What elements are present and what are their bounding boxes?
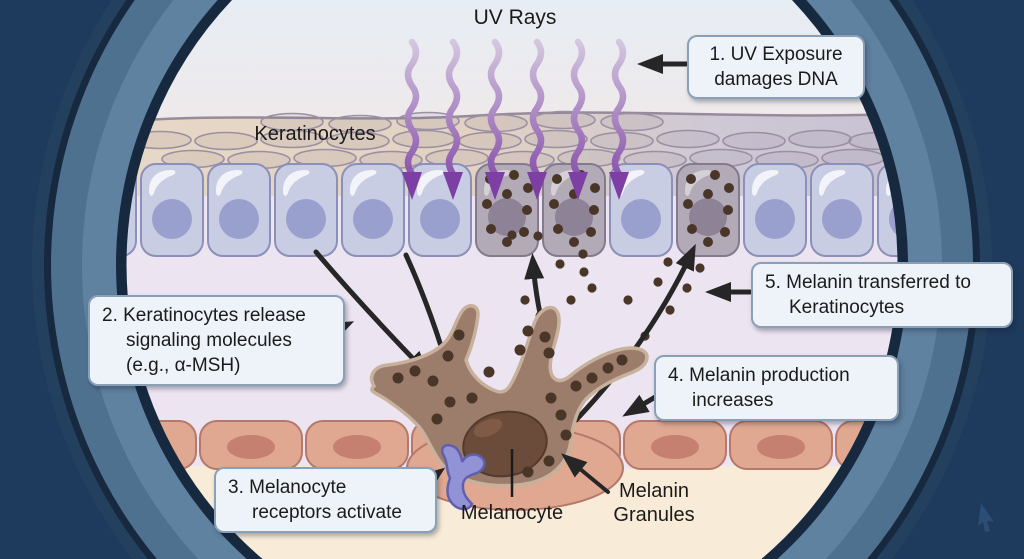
callout-3-line1: 3. Melanocyte [228,477,347,498]
callout-1-line1: 1. UV Exposure [709,44,843,65]
callout-4-arrow [622,393,660,417]
callout-3-line2: receptors activate [252,502,402,524]
callout-5-line2: Keratinocytes [789,297,905,319]
cursor-icon [978,503,994,532]
transfer-arrow-right [573,243,696,423]
callout-2: 2. Keratinocytes release signaling molec… [88,295,345,387]
callout-1: 1. UV Exposure damages DNA [687,35,865,100]
callout-2-line2: signaling molecules [126,330,292,352]
melanocyte-label: Melanocyte [460,502,564,524]
callout-2-line3: (e.g., α-MSH) [126,355,241,377]
uv-rays-title: UV Rays [473,6,557,29]
signal-arrow-left [313,249,431,377]
callout-5: 5. Melanin transferred to Keratinocytes [751,262,1013,329]
melanin-granules-label: Melanin Granules [589,479,719,527]
keratinocyte-layer [126,163,898,257]
callout-4: 4. Melanin production increases [654,355,899,422]
tanned-keratinocyte [676,163,740,257]
callout-3: 3. Melanocyte receptors activate [214,467,437,534]
callout-1-line2: damages DNA [714,69,838,91]
melanin-granules-label-line2: Granules [613,504,695,526]
melanin-granules-in-melanocyte [392,325,628,478]
melanocyte-receptor [440,444,486,511]
tanned-keratinocyte [475,163,539,257]
callout-4-line1: 4. Melanin production [668,365,850,386]
keratinocytes-label: Keratinocytes [254,123,376,145]
melanin-granules-arrow [561,453,610,494]
callout-2-line1: 2. Keratinocytes release [102,305,306,326]
melanin-granules-label-line1: Melanin [618,480,690,502]
callout-5-line1: 5. Melanin transferred to [765,272,971,293]
callout-4-line2: increases [692,390,774,412]
